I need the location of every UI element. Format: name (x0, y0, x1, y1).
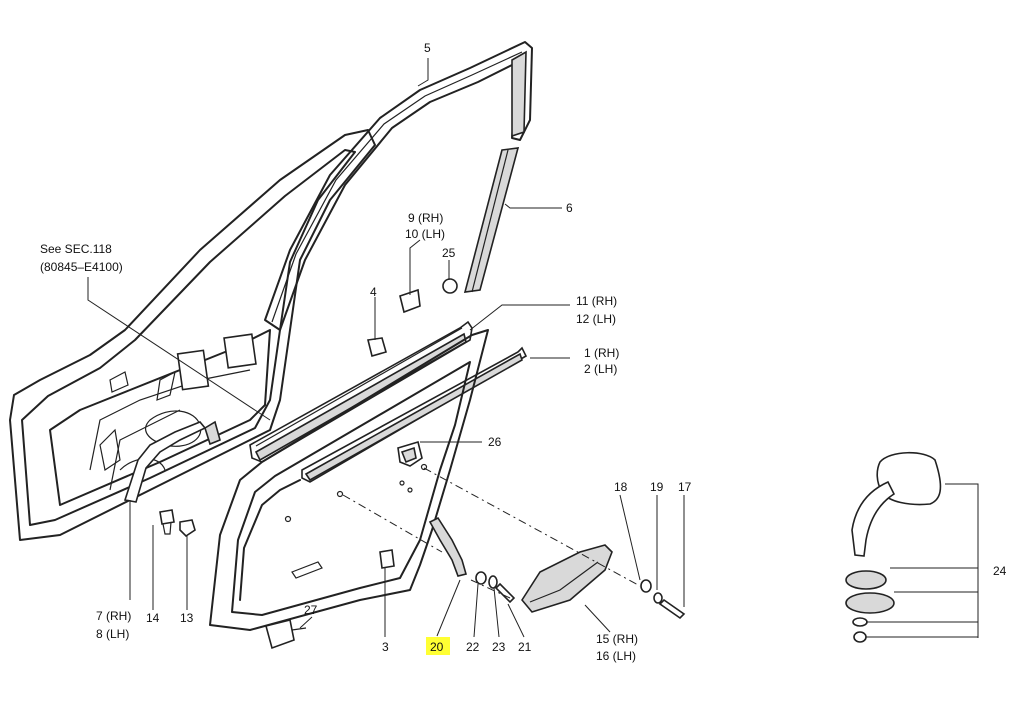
outer-moulding (301, 346, 528, 483)
label-part-16: 16 (LH) (596, 649, 636, 663)
leader-lines (87, 58, 979, 638)
door-shell (9, 129, 376, 541)
label-part-15: 15 (RH) (596, 632, 638, 646)
outside-mirror (845, 451, 942, 643)
part-4-clip (367, 337, 387, 357)
clips-fasteners (159, 278, 458, 650)
part-20-strap (428, 516, 467, 577)
part-27-lock-knob (265, 619, 295, 650)
label-part-23: 23 (492, 640, 506, 654)
label-part-7: 7 (RH) (96, 609, 131, 623)
label-part-6: 6 (566, 201, 573, 215)
label-part-11: 11 (RH) (576, 294, 617, 308)
label-part-26: 26 (488, 435, 502, 449)
label-part-5: 5 (424, 41, 431, 55)
regulator-base (397, 440, 423, 467)
label-part-18: 18 (614, 480, 628, 494)
label-part-21: 21 (518, 640, 532, 654)
label-part-22: 22 (466, 640, 480, 654)
door-trim-panel (209, 329, 489, 631)
label-part-12: 12 (LH) (576, 312, 616, 326)
label-part-19: 19 (650, 480, 664, 494)
label-part-8: 8 (LH) (96, 627, 129, 641)
armrest-fasteners (640, 579, 686, 620)
label-part-27: 27 (304, 603, 318, 617)
part-13-grommet (179, 519, 196, 538)
label-part-4: 4 (370, 285, 377, 299)
label-part-9: 9 (RH) (408, 211, 443, 225)
door-check-link (123, 420, 221, 503)
label-part-25: 25 (442, 246, 456, 260)
label-part-20: 20 (430, 640, 444, 654)
highlight-part-20 (426, 637, 450, 655)
part-14-clip (159, 509, 175, 525)
label-part-2: 2 (LH) (584, 362, 617, 376)
part-3-clip (379, 549, 395, 569)
reference-line-1: See SEC.118 (40, 242, 112, 256)
label-part-17: 17 (678, 480, 692, 494)
label-part-1: 1 (RH) (584, 346, 619, 360)
assembly-lines (342, 467, 641, 599)
inner-weatherstrip (249, 320, 473, 463)
part-25-nut (442, 278, 458, 294)
label-part-24: 24 (993, 564, 1007, 578)
label-part-10: 10 (LH) (405, 227, 445, 241)
label-part-13: 13 (180, 611, 194, 625)
glass-guide-strip (463, 147, 520, 293)
label-part-14: 14 (146, 611, 160, 625)
armrest (521, 544, 613, 613)
part-9-bracket (399, 288, 421, 314)
labels: See SEC.118 (80845–E4100) 5 6 9 (RH) 10 … (40, 41, 1007, 663)
reference-line-2: (80845–E4100) (40, 260, 123, 274)
label-part-3: 3 (382, 640, 389, 654)
window-run-channel (264, 41, 533, 331)
